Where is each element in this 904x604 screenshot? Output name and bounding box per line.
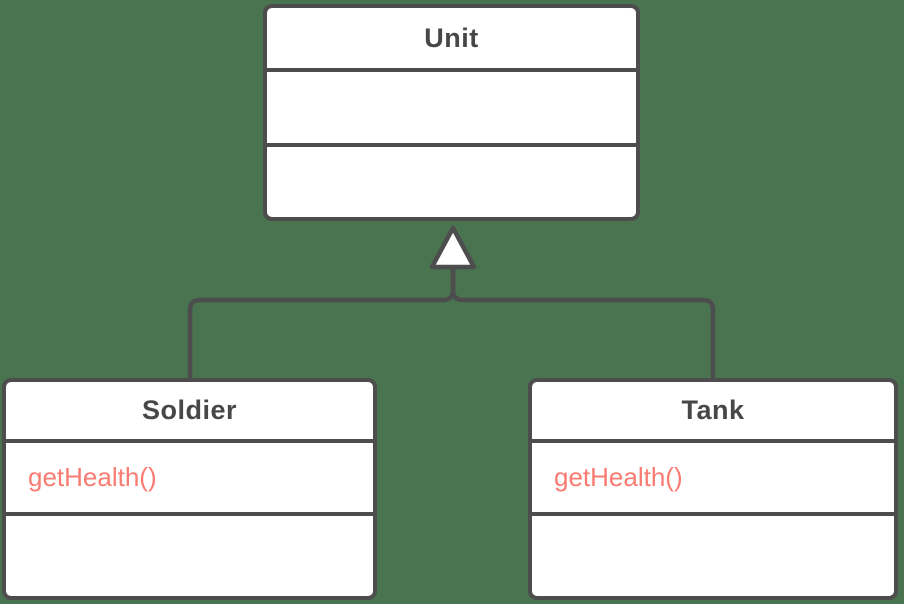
generalization-arrowhead-icon [429, 225, 477, 270]
class-extra-tank [532, 516, 894, 596]
class-title-unit: Unit [267, 8, 636, 72]
class-title-tank: Tank [532, 382, 894, 443]
class-box-tank: Tank getHealth() [528, 378, 898, 600]
class-attributes-unit [267, 72, 636, 147]
class-method-soldier-gethealth: getHealth() [6, 443, 373, 516]
connector-line-soldier-to-unit [187, 266, 456, 378]
class-box-unit: Unit [263, 4, 640, 221]
class-title-soldier: Soldier [6, 382, 373, 443]
connector-line-tank-to-unit [450, 266, 716, 378]
class-box-soldier: Soldier getHealth() [2, 378, 377, 600]
class-methods-unit [267, 147, 636, 217]
class-method-tank-gethealth: getHealth() [532, 443, 894, 516]
class-extra-soldier [6, 516, 373, 596]
